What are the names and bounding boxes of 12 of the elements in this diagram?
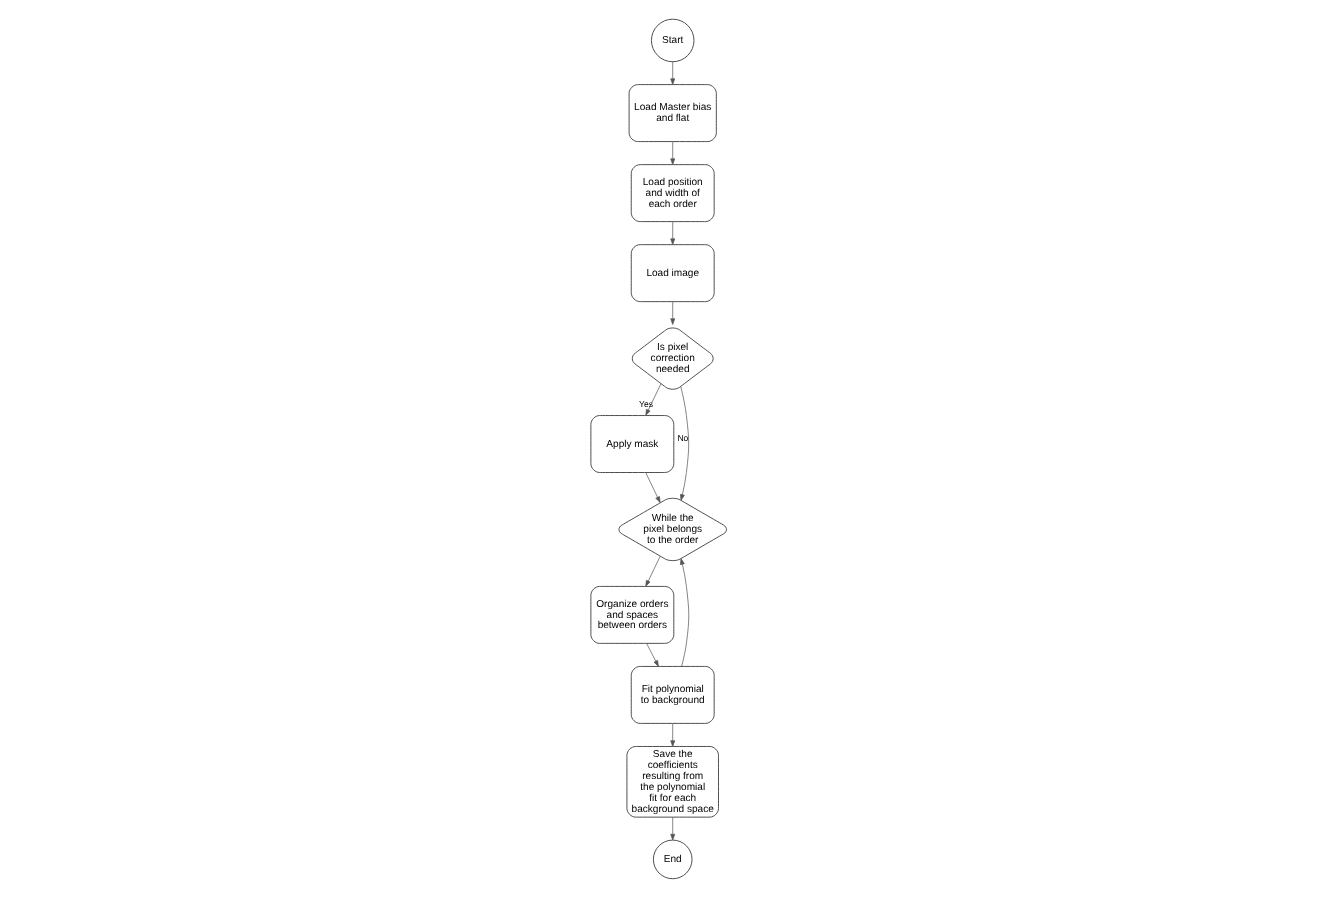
arrow [644,472,660,503]
arrow [645,643,658,667]
arrow [669,221,675,245]
arrow [669,141,675,165]
arrow [644,383,661,416]
arrow [644,555,660,587]
arrow [669,816,675,841]
arrow [679,558,689,667]
arrow [669,723,675,747]
arrow [669,61,675,85]
arrow [679,386,689,501]
arrow [669,301,675,325]
